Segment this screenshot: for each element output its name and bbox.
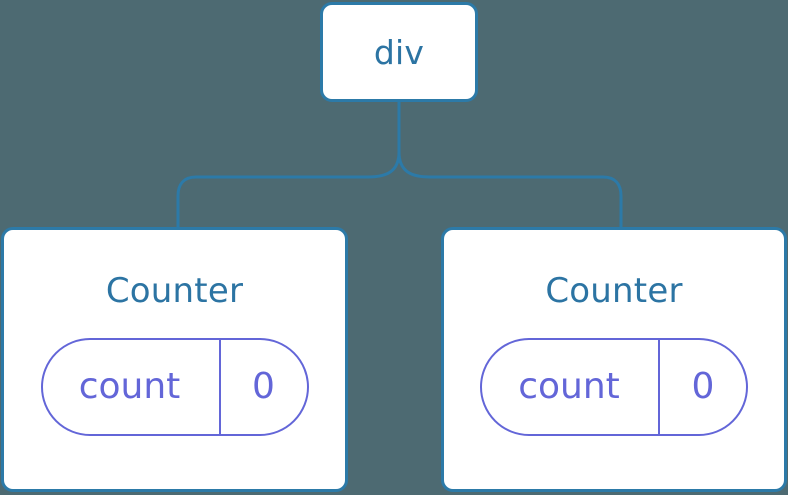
state-pill-counter-2[interactable]: count 0 (480, 338, 748, 436)
edge-root-to-counter-1 (176, 150, 401, 231)
node-div[interactable]: div (320, 2, 478, 102)
node-counter-2[interactable]: Counter count 0 (441, 227, 787, 492)
node-counter-2-label: Counter (545, 271, 683, 311)
state-key-counter-2: count (482, 340, 660, 434)
node-div-label: div (373, 32, 425, 72)
state-value-counter-1: 0 (252, 366, 275, 407)
edge-root-to-counter-2 (397, 150, 623, 231)
state-value-counter-2: 0 (691, 366, 715, 407)
node-counter-1-label: Counter (105, 271, 244, 311)
state-key-counter-1: count (43, 340, 221, 434)
node-counter-1[interactable]: Counter count 0 (1, 227, 348, 492)
state-pill-counter-1[interactable]: count 0 (40, 338, 309, 436)
